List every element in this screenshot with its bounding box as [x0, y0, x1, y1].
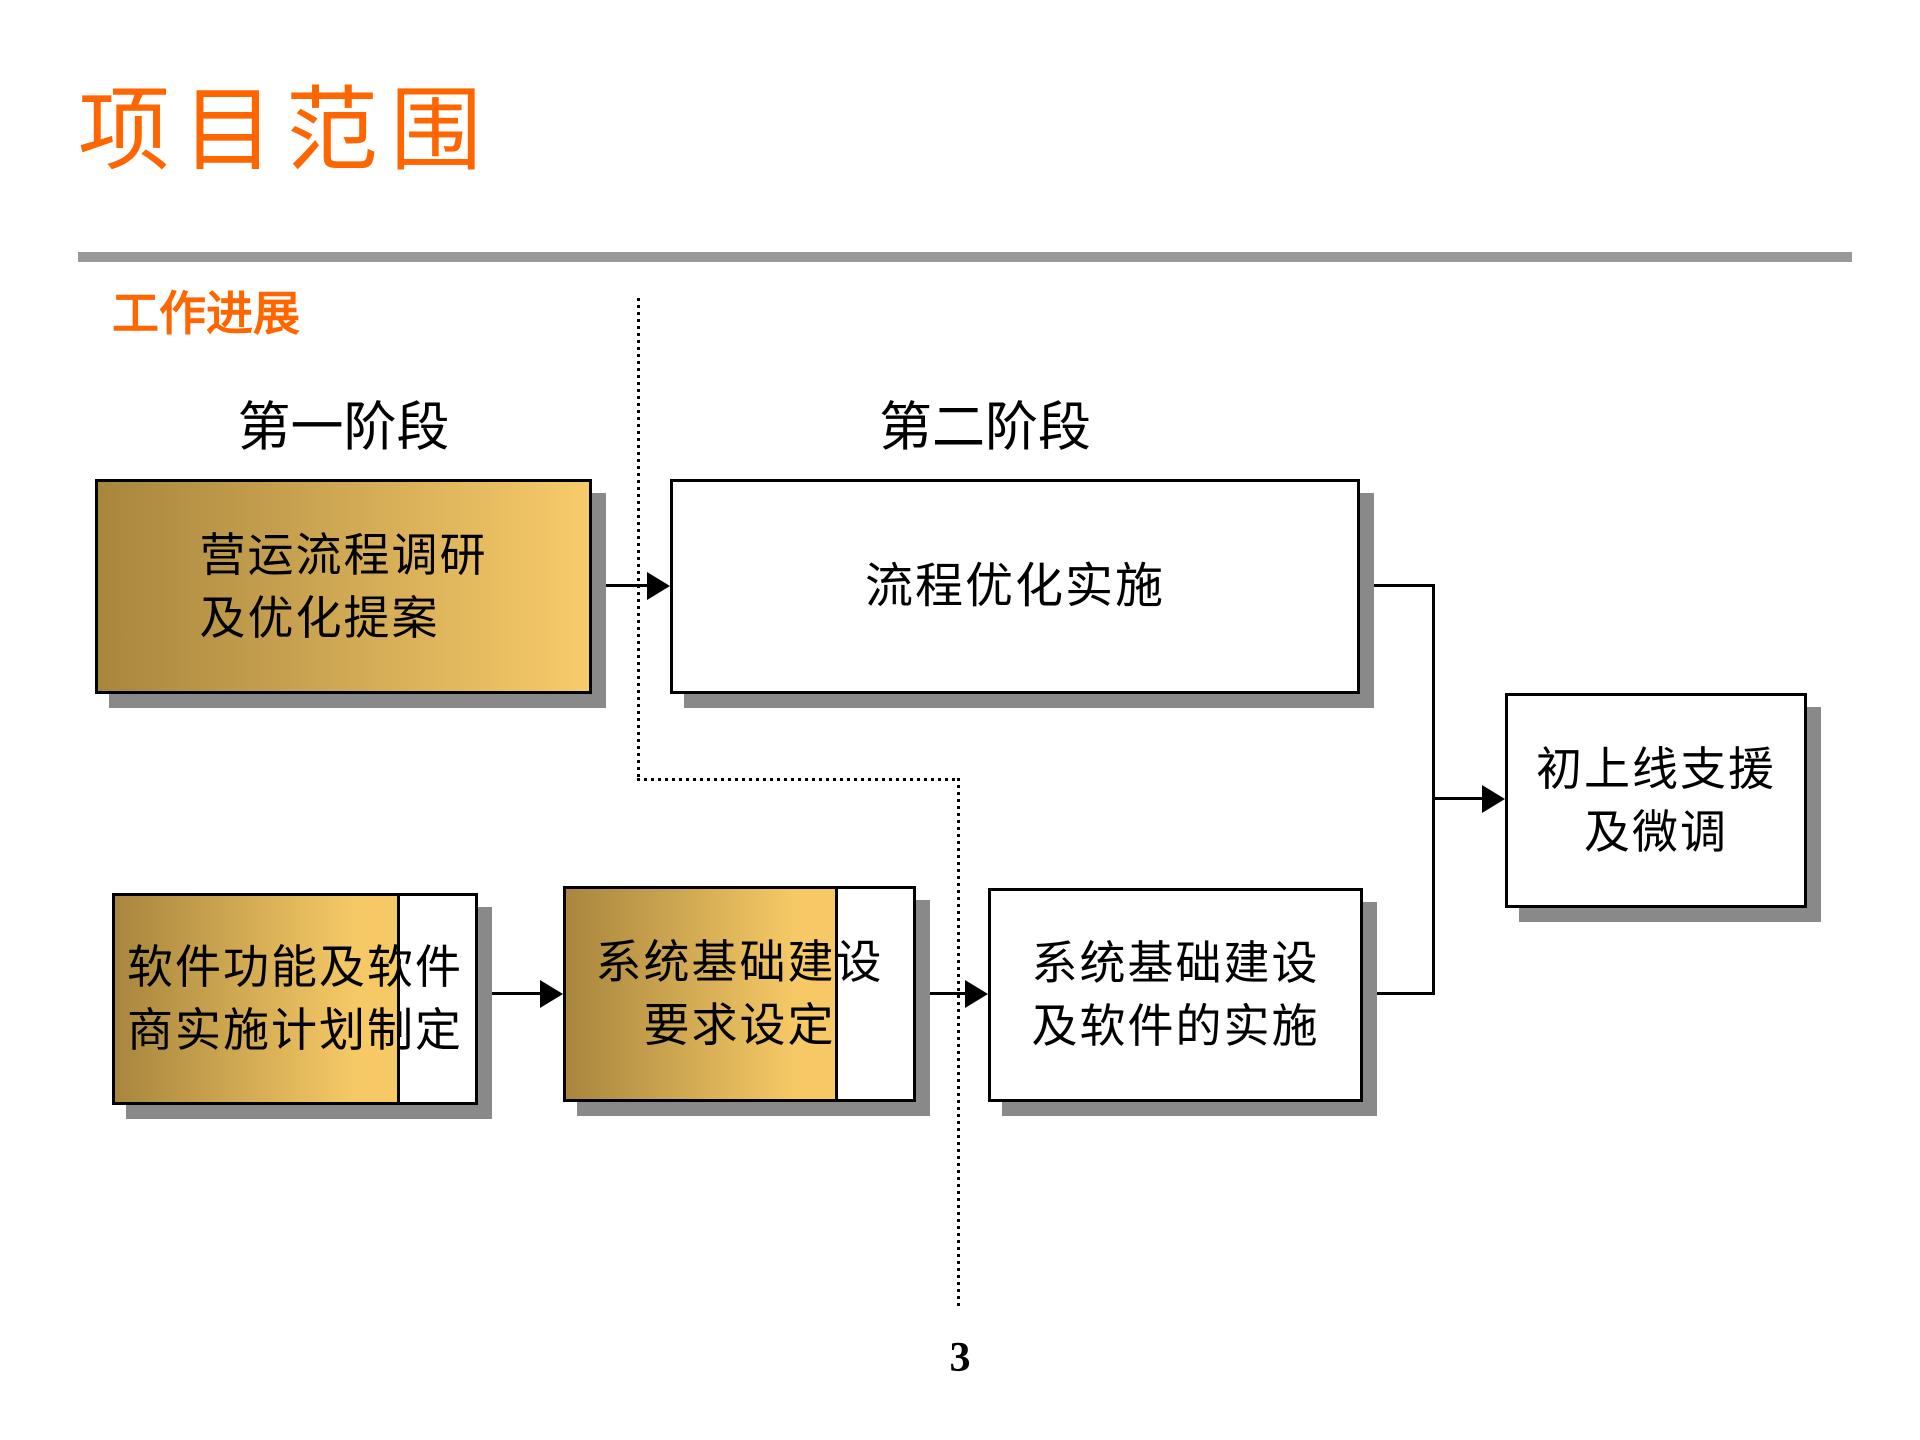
arrow-trunk-to-f-line: [1432, 797, 1484, 800]
box-line: 营运流程调研: [199, 529, 488, 581]
arrow-trunk-to-f-head: [1482, 785, 1505, 813]
box-line: 初上线支援: [1536, 743, 1776, 795]
phase-divider-horizontal: [637, 778, 960, 781]
page-number: 3: [949, 1335, 971, 1381]
section-label: 工作进展: [112, 289, 300, 341]
connector-e-to-trunk: [1363, 992, 1435, 995]
arrow-c-to-d-head: [540, 980, 563, 1008]
box-line: 软件功能及软件: [127, 942, 463, 993]
arrow-d-to-e-head: [965, 980, 988, 1008]
flow-box-process-optimization: 流程优化实施: [670, 479, 1360, 694]
flow-box-infrastructure-implementation: 系统基础建设 及软件的实施: [988, 888, 1363, 1102]
box-text: 系统基础建设 及软件的实施: [991, 891, 1360, 1099]
box-line: 流程优化实施: [864, 560, 1165, 613]
flow-box-infrastructure-requirements: 系统基础建设 要求设定: [563, 886, 916, 1102]
slide-title: 项目范围: [78, 80, 495, 182]
box-text: 流程优化实施: [673, 482, 1357, 691]
flow-box-golive-support: 初上线支援 及微调: [1505, 693, 1807, 908]
progress-fill: [112, 893, 400, 1105]
box-line: 及软件的实施: [1031, 1001, 1320, 1052]
box-line: 及优化提案: [199, 592, 440, 644]
phase-1-label: 第一阶段: [237, 399, 450, 457]
box-line: 要求设定: [643, 1000, 836, 1051]
arrow-a-to-b-head: [647, 572, 670, 600]
box-text: 系统基础建设 要求设定: [566, 889, 913, 1099]
arrow-d-to-e-line: [915, 992, 968, 995]
connector-b-to-trunk: [1358, 584, 1435, 587]
connector-trunk-vertical: [1432, 584, 1435, 995]
phase-divider-vertical-top: [637, 298, 640, 781]
phase-2-label: 第二阶段: [879, 399, 1091, 457]
box-text: 初上线支援 及微调: [1508, 696, 1804, 905]
box-line: 商实施计划制定: [127, 1005, 463, 1056]
arrow-c-to-d-line: [478, 992, 543, 995]
phase-divider-vertical-bottom: [957, 778, 960, 1310]
flow-box-software-plan: 软件功能及软件 商实施计划制定: [112, 893, 478, 1105]
progress-fill: [563, 886, 838, 1102]
flow-box-operations-research: 营运流程调研 及优化提案: [95, 479, 592, 694]
box-line: 系统基础建设: [1031, 938, 1320, 989]
title-rule: [78, 252, 1852, 262]
box-line: 及微调: [1584, 806, 1728, 858]
arrow-a-to-b-line: [592, 584, 650, 587]
box-text: 营运流程调研 及优化提案: [98, 482, 589, 691]
box-line: 系统基础建设: [595, 937, 884, 988]
box-text: 软件功能及软件 商实施计划制定: [115, 896, 475, 1102]
